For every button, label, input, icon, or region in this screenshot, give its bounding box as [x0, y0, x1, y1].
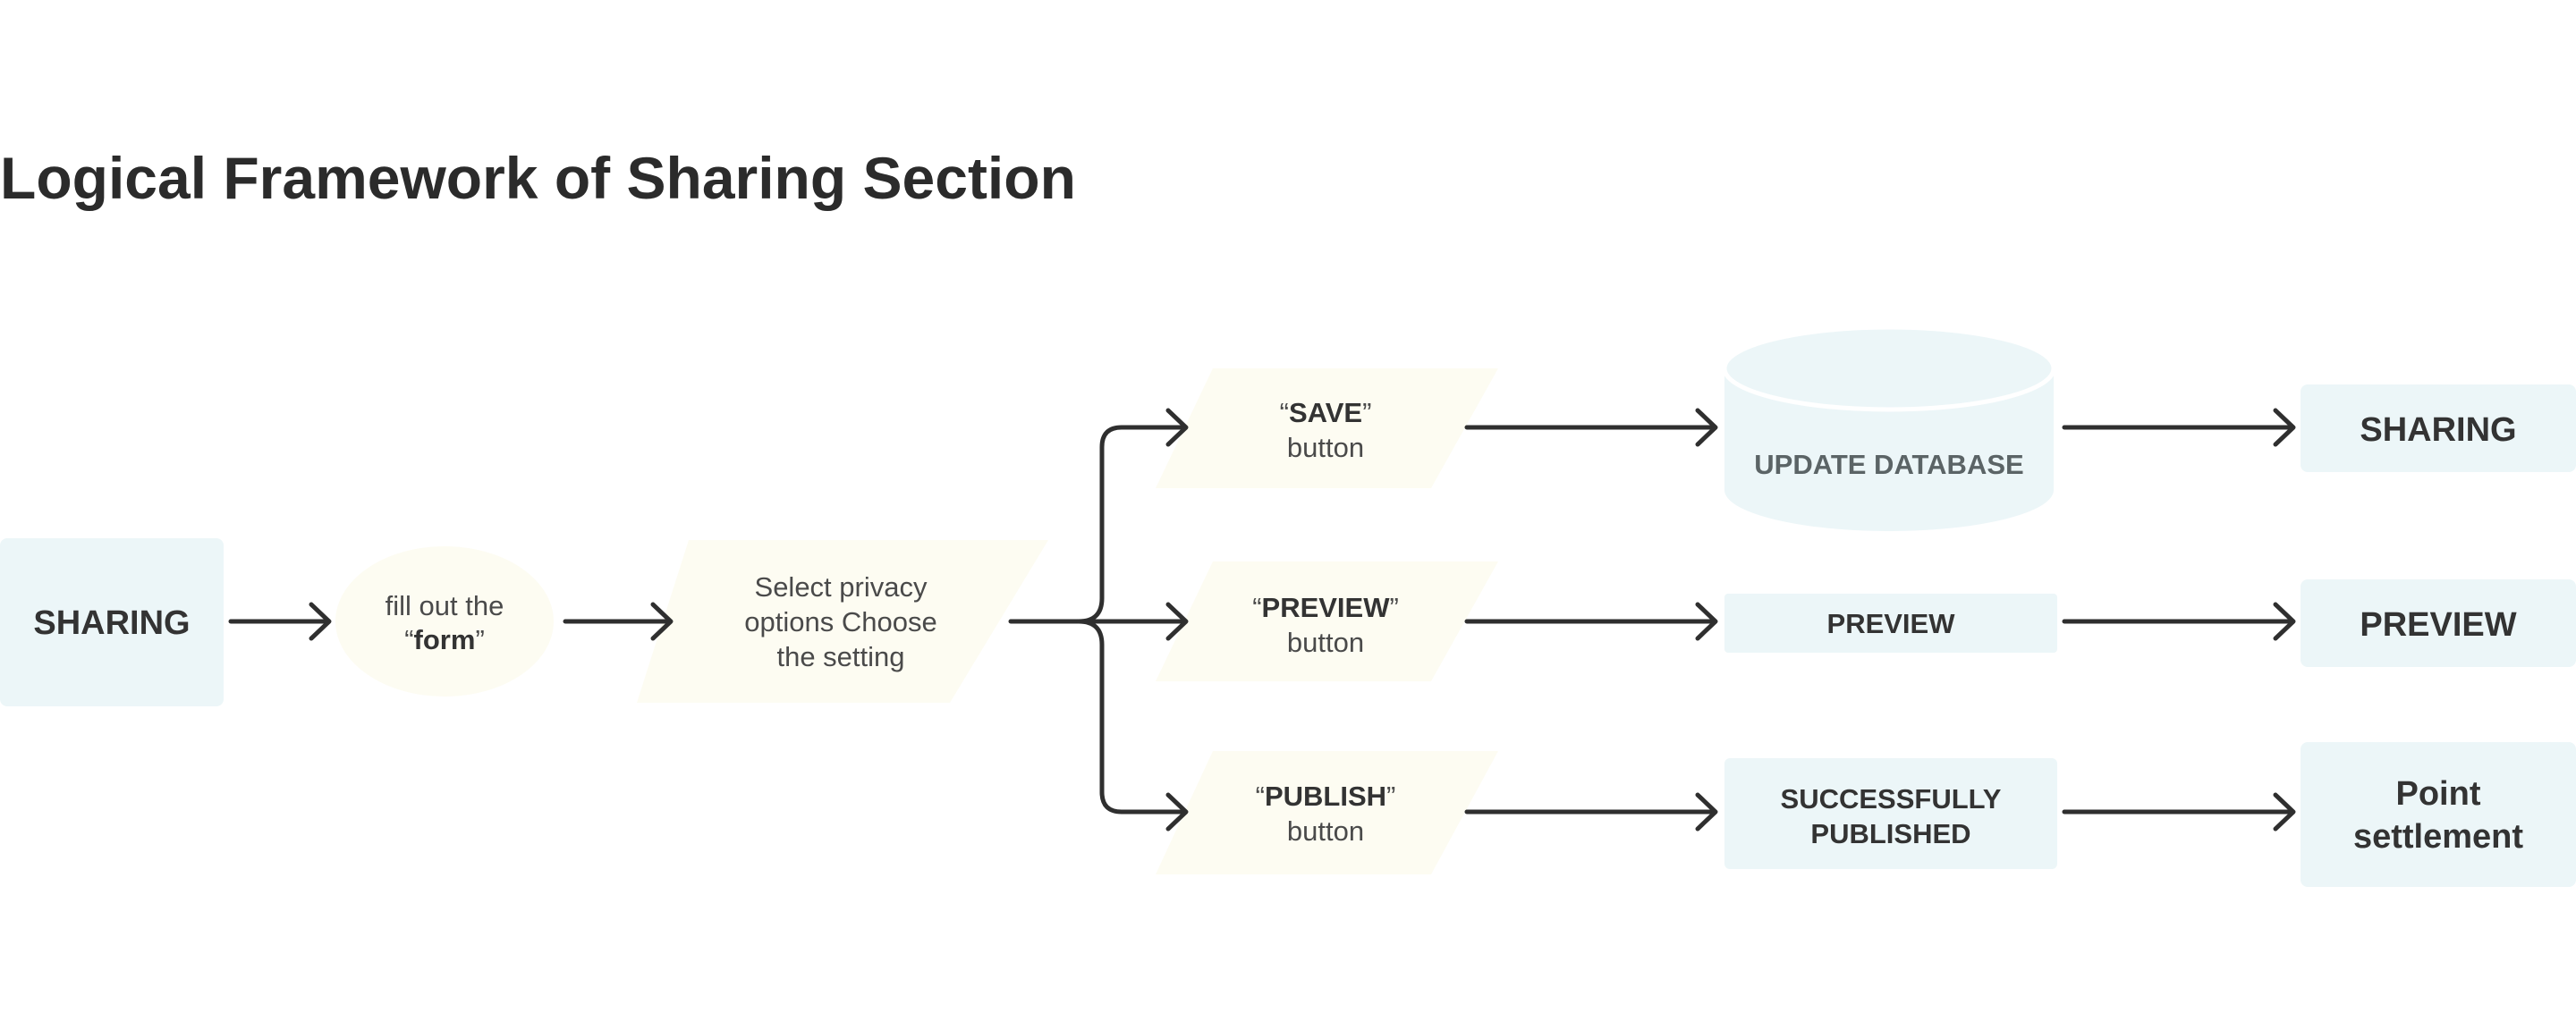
arrowhead	[1165, 792, 1189, 832]
node-label-line2: button	[1287, 627, 1364, 658]
node-label-line2: options Choose	[744, 606, 936, 637]
parallelogram-shape	[1156, 368, 1498, 488]
node-label-line1: fill out the	[386, 590, 504, 621]
arrowhead	[1695, 408, 1718, 447]
node-label-line1: “SAVE”	[1280, 397, 1372, 428]
node-label-line2: PUBLISHED	[1810, 818, 1970, 849]
node-save-button: “SAVE” button	[1156, 368, 1498, 488]
node-label-line3: the setting	[776, 641, 904, 672]
connector-privacy-branch	[1008, 408, 1189, 832]
parallelogram-shape	[1156, 561, 1498, 681]
parallelogram-shape	[1156, 751, 1498, 874]
connector-start-to-form	[228, 602, 332, 641]
ellipse-shape	[335, 546, 554, 697]
node-label-line1: “PREVIEW”	[1252, 592, 1399, 623]
node-label: SHARING	[33, 604, 190, 642]
node-label-line2: button	[1287, 815, 1364, 847]
arrowhead	[2273, 408, 2296, 447]
node-preview-result: PREVIEW	[1724, 594, 2057, 653]
page-title: Logical Framework of Sharing Section	[0, 145, 1076, 211]
terminal-box	[0, 538, 224, 706]
node-label: PREVIEW	[1827, 608, 1956, 639]
cylinder-top	[1722, 325, 2056, 412]
arrowhead	[2273, 602, 2296, 641]
node-label: PREVIEW	[2360, 606, 2516, 644]
connector-database-to-sharing	[2062, 408, 2296, 447]
node-label-line2: settlement	[2353, 818, 2523, 856]
node-preview-button: “PREVIEW” button	[1156, 561, 1498, 681]
node-end-preview: PREVIEW	[2301, 579, 2576, 667]
node-update-database: UPDATE DATABASE	[1722, 325, 2056, 531]
process-box	[1724, 594, 2057, 653]
node-label-line1: “PUBLISH”	[1256, 781, 1396, 812]
cylinder-body	[1724, 368, 2054, 531]
node-fill-form: fill out the “form”	[335, 546, 554, 697]
connector-preview-to-end-preview	[2062, 602, 2296, 641]
node-label: SHARING	[2360, 411, 2516, 449]
arrowhead	[1165, 408, 1189, 447]
arrowhead	[1695, 602, 1718, 641]
terminal-box	[2301, 579, 2576, 667]
connector-preview-to-preview	[1464, 602, 1718, 641]
branch-to-save	[1076, 425, 1187, 624]
process-box	[1724, 758, 2057, 869]
node-end-point-settlement: Point settlement	[2301, 742, 2576, 887]
node-select-privacy: Select privacy options Choose the settin…	[637, 540, 1048, 703]
parallelogram-shape	[637, 540, 1048, 703]
terminal-box	[2301, 742, 2576, 887]
node-label-line2: “form”	[404, 624, 485, 655]
connector-save-to-database	[1464, 408, 1718, 447]
node-publish-button: “PUBLISH” button	[1156, 751, 1498, 874]
connector-publish-to-published	[1464, 792, 1718, 832]
arrowhead	[2273, 792, 2296, 832]
node-label-line1: Select privacy	[755, 571, 928, 603]
node-start-sharing: SHARING	[0, 538, 224, 706]
node-end-sharing: SHARING	[2301, 384, 2576, 472]
arrowhead	[650, 602, 674, 641]
arrowhead	[1165, 602, 1189, 641]
branch-to-publish	[1076, 619, 1187, 815]
node-label-line1: SUCCESSFULLY	[1781, 783, 2002, 815]
connector-published-to-points	[2062, 792, 2296, 832]
node-label-line1: Point	[2396, 775, 2481, 813]
arrowhead	[309, 602, 332, 641]
terminal-box	[2301, 384, 2576, 472]
arrowhead	[1695, 792, 1718, 832]
node-label-line2: button	[1287, 432, 1364, 463]
node-successfully-published: SUCCESSFULLY PUBLISHED	[1724, 758, 2057, 869]
node-label: UPDATE DATABASE	[1754, 449, 2023, 480]
connector-form-to-privacy	[563, 602, 674, 641]
